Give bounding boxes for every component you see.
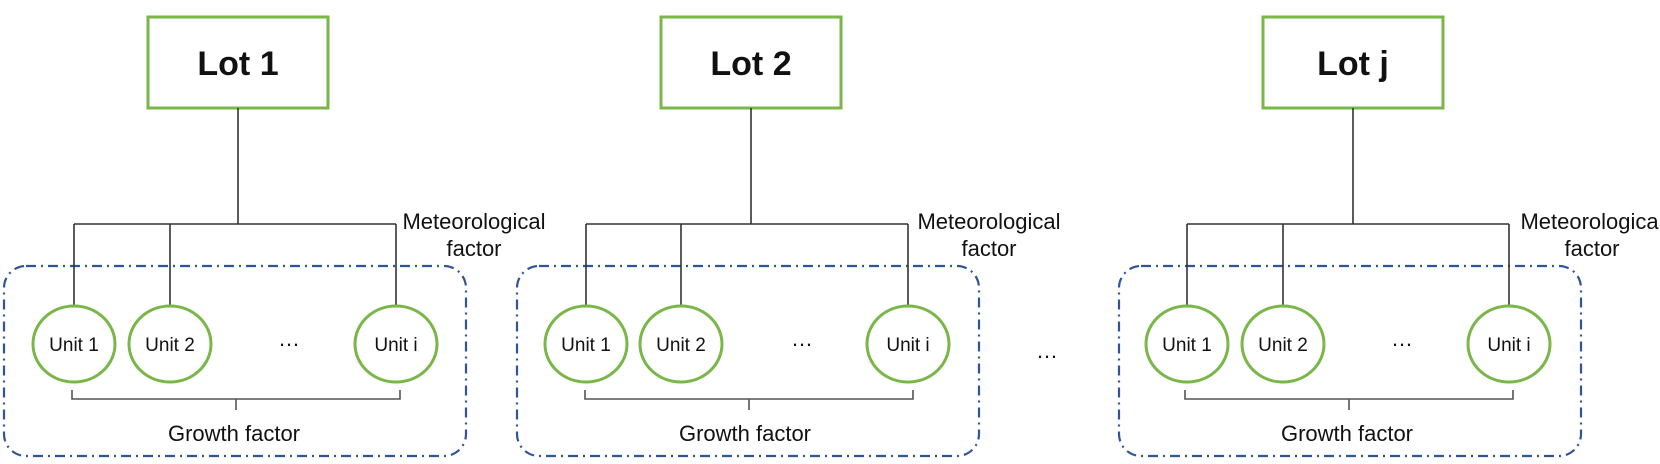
growth-factor-group-box xyxy=(1117,264,1583,458)
lot-group-j: Lot j Meteorological factor Unit 1 Unit … xyxy=(1117,15,1660,458)
growth-factor-label: Growth factor xyxy=(1281,421,1413,446)
meteorological-label: Meteorological xyxy=(1520,209,1660,234)
growth-factor-bracket xyxy=(584,390,914,410)
units-ellipsis: … xyxy=(278,326,300,351)
growth-factor-group-box xyxy=(515,264,981,458)
unit-label: Unit 1 xyxy=(1162,335,1212,356)
lot-group-2: Lot 2 Meteorological factor Unit 1 Unit … xyxy=(515,15,1061,458)
unit-circle xyxy=(543,304,629,384)
units-ellipsis: … xyxy=(791,326,813,351)
unit-circle xyxy=(865,304,951,384)
lot-title: Lot 2 xyxy=(710,45,791,83)
meteorological-label: Meteorological xyxy=(402,209,545,234)
meteorological-label: Meteorological xyxy=(917,209,1060,234)
lot-title: Lot j xyxy=(1317,45,1389,83)
unit-circle xyxy=(1240,304,1326,384)
unit-label: Unit 2 xyxy=(145,335,195,356)
unit-label: Unit i xyxy=(1487,335,1530,356)
unit-label: Unit i xyxy=(374,335,417,356)
growth-factor-group-box xyxy=(2,264,468,458)
lot-group-1: Lot 1 Meteorological factor Unit 1 Unit … xyxy=(2,15,546,458)
growth-factor-bracket xyxy=(1184,390,1514,410)
unit-label: Unit 2 xyxy=(1258,335,1308,356)
units-ellipsis: … xyxy=(1391,326,1413,351)
unit-circle xyxy=(127,304,213,384)
growth-factor-label: Growth factor xyxy=(168,421,300,446)
unit-label: Unit i xyxy=(886,335,929,356)
growth-factor-bracket xyxy=(71,390,401,410)
unit-label: Unit 1 xyxy=(561,335,611,356)
meteorological-label: factor xyxy=(1564,236,1619,261)
growth-factor-label: Growth factor xyxy=(679,421,811,446)
unit-circle xyxy=(1466,304,1552,384)
unit-label: Unit 2 xyxy=(656,335,706,356)
unit-circle xyxy=(353,304,439,384)
unit-circle xyxy=(1144,304,1230,384)
more-lots-ellipsis: … xyxy=(1036,338,1058,363)
lot-title: Lot 1 xyxy=(197,45,278,83)
unit-circle xyxy=(31,304,117,384)
lot-box xyxy=(1261,15,1445,110)
unit-label: Unit 1 xyxy=(49,335,99,356)
meteorological-label: factor xyxy=(961,236,1016,261)
meteorological-label: factor xyxy=(446,236,501,261)
unit-circle xyxy=(638,304,724,384)
